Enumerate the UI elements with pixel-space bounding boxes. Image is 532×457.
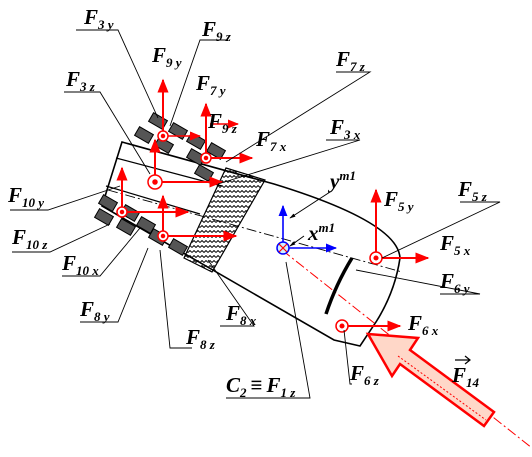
label-f5y: F5 y bbox=[383, 187, 414, 214]
label-f8x: F8 x bbox=[225, 301, 257, 328]
hatched-band bbox=[183, 167, 266, 273]
label-f9z-top: F9 z bbox=[201, 17, 232, 44]
label-f10z: F10 z bbox=[11, 225, 48, 252]
f14-vector-arrow bbox=[455, 355, 471, 365]
force-points bbox=[116, 130, 383, 333]
label-f5x: F5 x bbox=[439, 231, 471, 258]
label-xm1: xm1 bbox=[307, 220, 335, 245]
label-f7z: F7 z bbox=[335, 47, 366, 74]
label-f7x: F7 x bbox=[255, 127, 287, 154]
axis-leaders bbox=[289, 191, 331, 247]
labels: F3 y F9 z F9 y F7 y F7 z F3 z F9 z F7 x … bbox=[7, 5, 488, 400]
label-ym1: ym1 bbox=[327, 168, 356, 193]
label-f3y: F3 y bbox=[83, 5, 114, 32]
label-f9z-inner: F9 z bbox=[207, 109, 238, 136]
label-f10y: F10 y bbox=[7, 183, 44, 210]
local-axes bbox=[276, 204, 338, 255]
label-f8y: F8 y bbox=[79, 297, 110, 324]
label-f3z: F3 z bbox=[65, 67, 96, 94]
label-f5z: F5 z bbox=[457, 177, 488, 204]
label-f7y: F7 y bbox=[195, 71, 226, 98]
f14-big-arrow bbox=[365, 332, 496, 428]
label-c2-f1z: C2≡F1 z bbox=[226, 373, 296, 400]
label-f6y: F6 y bbox=[439, 269, 470, 296]
label-f3x: F3 x bbox=[329, 115, 361, 142]
force-arrows bbox=[116, 78, 430, 332]
label-f14: F14 bbox=[451, 363, 480, 390]
label-f8z: F8 z bbox=[185, 325, 216, 352]
label-f6z: F6 z bbox=[349, 361, 380, 388]
label-f9y: F9 y bbox=[151, 43, 182, 70]
label-f6x: F6 x bbox=[407, 311, 439, 338]
label-f10x: F10 x bbox=[61, 251, 99, 278]
leader-lines bbox=[10, 29, 501, 399]
